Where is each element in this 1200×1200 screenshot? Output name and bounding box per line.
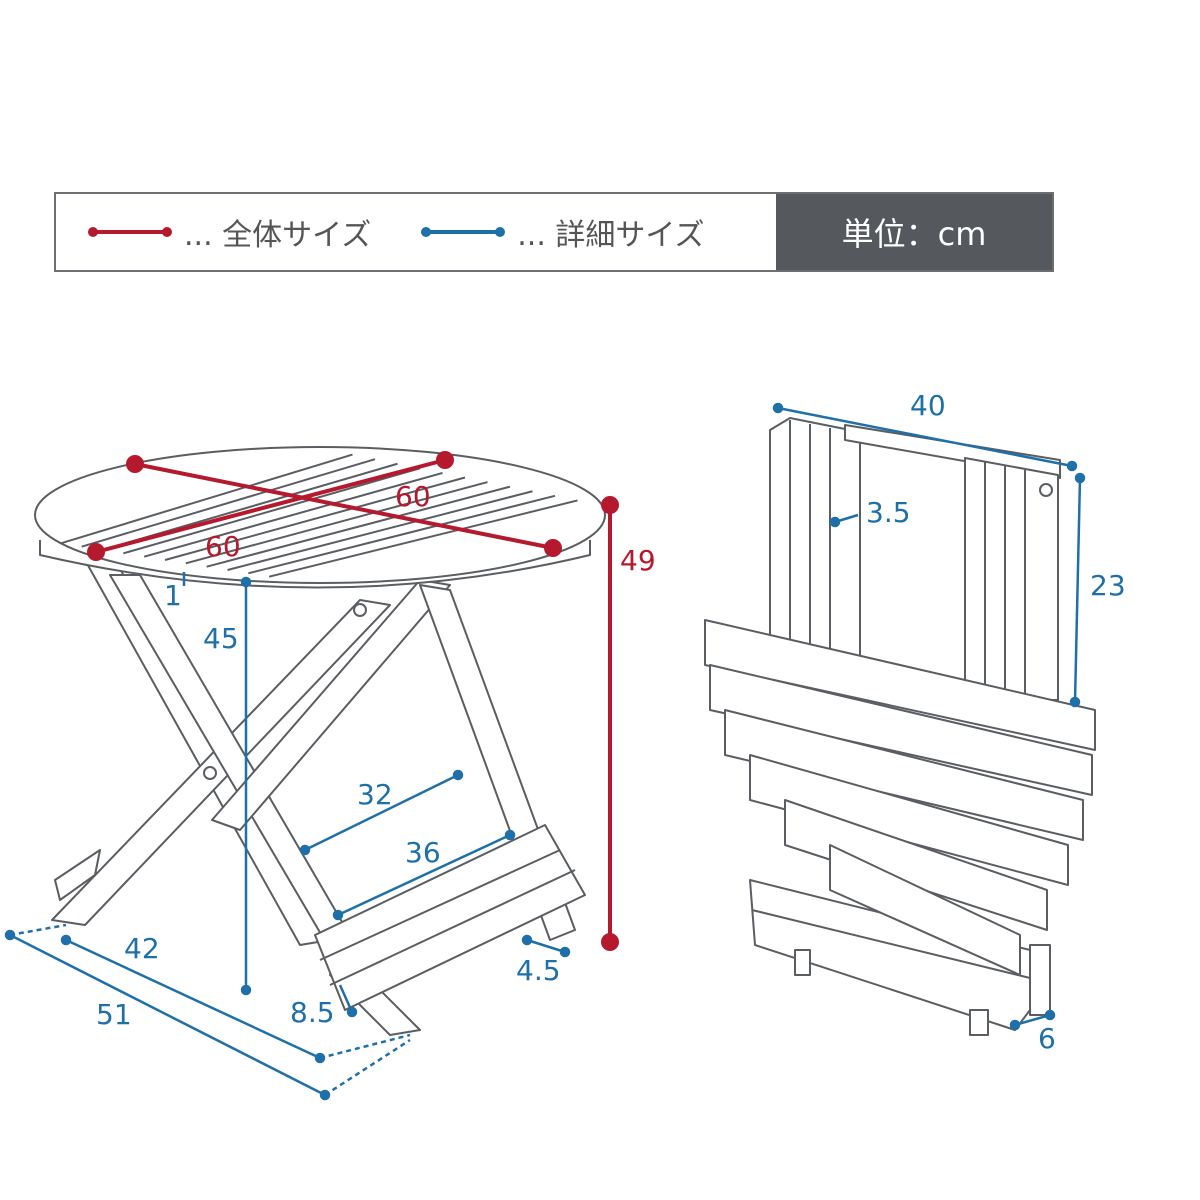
slat-line	[185, 481, 488, 565]
dim-depth-inner: 42	[124, 932, 160, 965]
dim-inner-width-a: 32	[357, 778, 393, 811]
dim-foot-width: 4.5	[516, 954, 561, 987]
folded-slat	[749, 754, 1069, 886]
slat-line	[206, 485, 511, 568]
unit-label: 単位：cm	[776, 194, 1052, 270]
red-line-icon	[88, 227, 172, 237]
legend-box: ... 全体サイズ ... 詳細サイズ 単位：cm	[54, 192, 1054, 272]
dim-top-thickness: 1	[164, 579, 182, 612]
open-table-drawing: 60 60 49 1 45 32 36 42 51 8.5 4.5	[4, 446, 656, 1101]
folded-slat	[829, 844, 1021, 976]
folded-slat	[704, 619, 1096, 751]
slat-line	[164, 476, 466, 561]
table-top	[34, 446, 606, 589]
table-legs	[51, 559, 586, 1036]
dim-total-height: 49	[620, 544, 656, 577]
dim-folded-width: 40	[910, 389, 946, 422]
slat-line	[60, 453, 353, 545]
slat-line	[248, 494, 556, 575]
dim-folded-leg-height: 23	[1090, 569, 1126, 602]
dim-folded-bar: 3.5	[866, 496, 911, 529]
dim-depth-outer: 51	[96, 998, 132, 1031]
blue-line-icon	[421, 227, 506, 237]
folded-slat	[724, 709, 1084, 841]
dim-leg-height: 45	[203, 622, 239, 655]
slat-line	[227, 490, 533, 571]
dim-foot-height: 8.5	[290, 996, 335, 1029]
folded-slat	[784, 799, 1048, 931]
slat-line	[268, 499, 578, 578]
detail-dimensions	[4, 572, 571, 1101]
dim-inner-width-b: 36	[405, 836, 441, 869]
slat-line	[123, 467, 421, 555]
dim-top-diameter-b: 60	[205, 530, 241, 563]
slat-line	[81, 458, 376, 548]
dim-top-diameter-a: 60	[395, 480, 431, 513]
legend-detail: ... 詳細サイズ	[421, 210, 705, 254]
legend-items: ... 全体サイズ ... 詳細サイズ	[56, 194, 776, 270]
folded-slat	[709, 664, 1093, 796]
overall-dimensions	[87, 451, 619, 951]
dim-folded-thickness: 6	[1038, 1022, 1056, 1055]
legend-detail-label: ... 詳細サイズ	[517, 218, 705, 253]
folded-table-drawing: 40 3.5 23 6	[704, 389, 1126, 1055]
folded-dimensions	[772, 402, 1086, 1031]
legend-overall-label: ... 全体サイズ	[184, 218, 372, 253]
slat-line	[143, 471, 443, 558]
legend-overall: ... 全体サイズ	[88, 210, 372, 254]
